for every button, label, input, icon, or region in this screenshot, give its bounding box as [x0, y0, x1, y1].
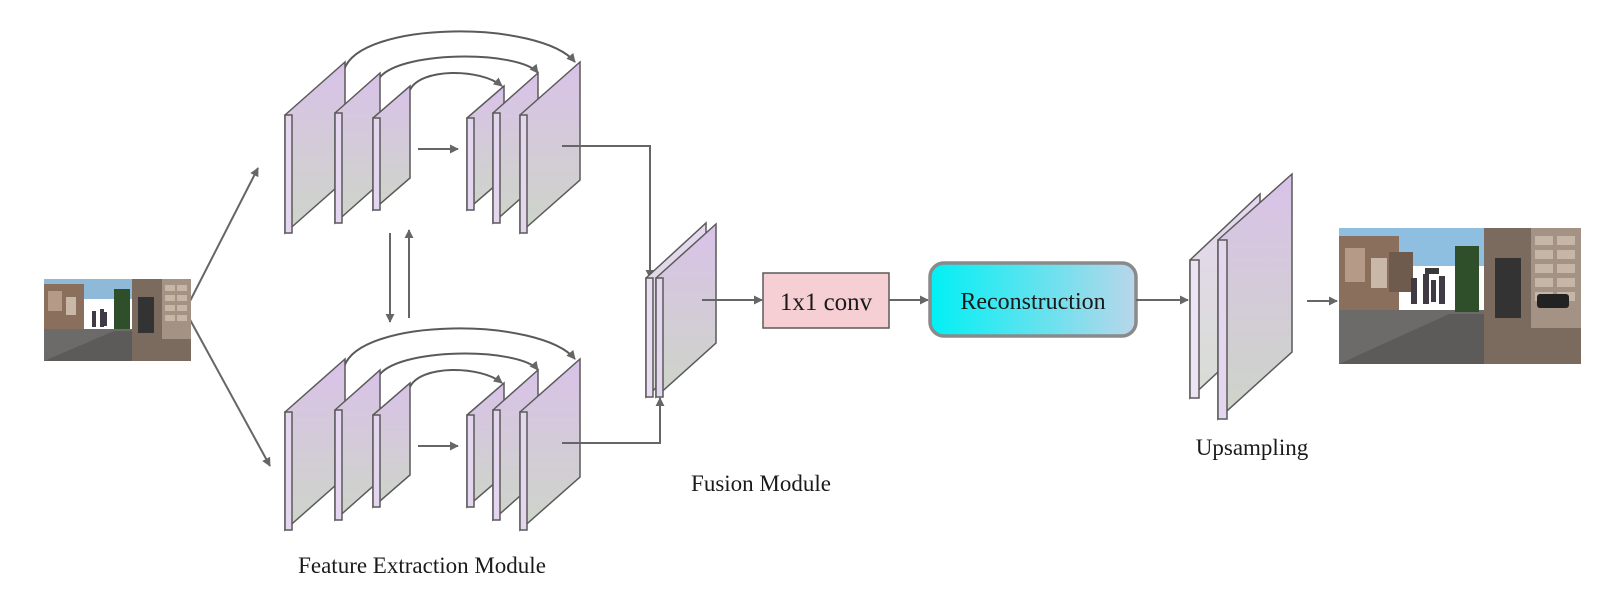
upsampling-block — [1189, 172, 1293, 421]
conv-box — [762, 272, 890, 329]
skip-arc-outer — [343, 30, 576, 71]
upsampling-layer-front — [1217, 172, 1293, 421]
fusion-layer-front-edge — [655, 277, 664, 398]
bottom-to-fusion-arrow — [562, 397, 665, 444]
upsampling-layer-front-edge — [1217, 239, 1228, 420]
feature-extraction-top — [284, 30, 581, 235]
arrow-to-bottom-branch — [187, 315, 271, 467]
encoder-layer-3-edge — [372, 414, 381, 508]
encoder-layer-3-edge — [372, 117, 381, 211]
upsampling-label: Upsampling — [1196, 435, 1309, 460]
feature-extraction-bottom — [284, 327, 581, 532]
skip-arc-inner — [409, 71, 503, 91]
decoder-layer-1-edge — [519, 411, 528, 531]
upsampling-layer-back-edge — [1189, 259, 1200, 399]
input-branch-arrows — [187, 167, 271, 467]
fusion-layer-back-edge — [645, 277, 654, 398]
conv-1x1-block: 1x1 conv — [762, 272, 890, 329]
decoder-layer-1-edge — [519, 114, 528, 234]
skip-arc-middle — [377, 352, 539, 378]
skip-arc-middle — [377, 55, 539, 81]
top-to-fusion-arrow — [562, 145, 655, 279]
decoder-layer-2-edge — [492, 112, 501, 224]
decoder-layer-3-edge — [466, 414, 475, 508]
reconstruction-block: Reconstruction — [928, 261, 1138, 338]
reconstruction-label: Reconstruction — [960, 289, 1105, 315]
skip-arc-outer — [343, 327, 576, 368]
encoder-layer-2-edge — [334, 112, 343, 224]
feature-extraction-label: Feature Extraction Module — [298, 553, 546, 578]
encoder-layer-1-edge — [284, 411, 293, 531]
skip-arc-inner — [409, 368, 503, 388]
arrow-to-top-branch — [187, 167, 259, 306]
fusion-module — [645, 221, 717, 399]
fusion-input-arrows — [562, 145, 665, 444]
decoder-layer-3-edge — [466, 117, 475, 211]
encoder-layer-1-edge — [284, 114, 293, 234]
encoder-layer-2-edge — [334, 409, 343, 521]
fusion-module-label: Fusion Module — [691, 471, 831, 496]
branch-exchange-arrows — [385, 229, 414, 323]
conv-label: 1x1 conv — [780, 289, 873, 316]
output-image — [1339, 228, 1581, 364]
input-image — [44, 279, 191, 361]
decoder-layer-2-edge — [492, 409, 501, 521]
